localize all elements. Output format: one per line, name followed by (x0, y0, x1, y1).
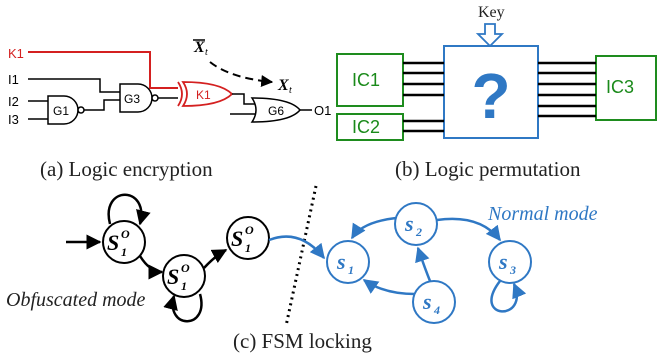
edge-s4-s1 (362, 278, 416, 296)
obf-state-2-sub: 1 (181, 279, 187, 293)
caption-logic-encryption: (a) Logic encryption (40, 157, 213, 181)
gate-k1-back (177, 81, 183, 107)
right-bus (538, 61, 596, 118)
unlock-transition (268, 235, 325, 260)
normal-state-s4-base: s (422, 289, 432, 314)
obf-state-3-sup: O (245, 223, 254, 237)
x-sub: t (289, 85, 292, 96)
gate-g1-label: G1 (53, 104, 69, 118)
block-ic1 (336, 53, 404, 107)
obf-state-3-sub: 1 (245, 241, 251, 255)
block-ic1-label: IC1 (352, 70, 380, 90)
normal-state-s1-circle (326, 240, 370, 284)
obf-state-2: S O 1 (138, 254, 206, 323)
gate-g3-bubble (151, 94, 159, 102)
obf-state-2-circle (162, 254, 206, 298)
obf-edge-2-3 (203, 248, 228, 269)
normal-state-s1-sub: 1 (348, 263, 354, 277)
normal-state-s4: s 4 (412, 280, 456, 324)
output-label-o1: O1 (314, 103, 331, 118)
gate-k1-label: K1 (196, 88, 211, 102)
gate-g1-bubble (77, 106, 85, 114)
input-label-i3: I3 (8, 112, 19, 127)
normal-state-s2: s 2 (394, 202, 438, 246)
panel-fsm-locking: S O 1 S O 1 S O 1 Obfuscated mode (6, 185, 598, 353)
obf-self-loop-1 (107, 193, 151, 226)
block-ic3 (595, 55, 657, 121)
edge-s2-s1 (350, 216, 397, 240)
block-ic2 (336, 113, 404, 141)
x-bar-label: X (193, 39, 205, 56)
caption-fsm-locking: (c) FSM locking (233, 329, 372, 353)
key-wire (28, 51, 178, 89)
obfuscated-mode-label: Obfuscated mode (6, 289, 146, 311)
panel-logic-encryption: K1 I1 I2 I3 G1 G3 K1 G6 O1 X (8, 39, 331, 181)
permutation-box (443, 45, 539, 139)
caption-logic-permutation: (b) Logic permutation (395, 157, 581, 181)
wire-k1-g6 (232, 93, 256, 105)
obf-state-3: S O 1 (203, 216, 270, 269)
normal-state-s1: s 1 (326, 240, 370, 284)
obf-state-2-sup: O (181, 261, 190, 275)
normal-state-s4-sub: 4 (433, 303, 440, 317)
normal-state-s2-base: s (404, 211, 414, 236)
edge-s2-s3 (436, 217, 501, 242)
normal-state-s3: s 3 (488, 240, 532, 284)
obf-state-1-circle (102, 220, 146, 264)
obf-state-3-base: S (231, 226, 243, 251)
key-input-arrow (475, 23, 505, 48)
obf-state-1-sub: 1 (121, 245, 127, 259)
obf-state-1-base: S (107, 230, 119, 255)
obf-state-1: S O 1 (102, 193, 151, 264)
normal-state-s4-circle (412, 280, 456, 324)
obf-edge-1-2 (138, 255, 164, 280)
obf-state-3-circle (226, 216, 270, 260)
gate-k1 (181, 81, 234, 107)
input-label-i2: I2 (8, 94, 19, 109)
self-loop-s3 (490, 280, 527, 313)
obf-state-2-base: S (167, 264, 179, 289)
flip-arrow (209, 61, 274, 87)
block-ic3-label: IC3 (606, 77, 634, 97)
x-bar-sub: t (205, 47, 208, 58)
input-label-k1: K1 (8, 46, 24, 61)
normal-state-s2-circle (394, 202, 438, 246)
gate-g6 (250, 97, 301, 123)
edge-s4-s2 (415, 246, 432, 282)
normal-state-s3-base: s (498, 249, 508, 274)
input-label-i1: I1 (8, 72, 19, 87)
gate-g6-label: G6 (268, 104, 284, 118)
normal-state-s1-base: s (336, 249, 346, 274)
block-ic2-label: IC2 (352, 117, 380, 137)
obf-self-loop-2 (163, 293, 203, 323)
unknown-mark: ? (471, 60, 510, 132)
mode-separator (284, 185, 318, 327)
normal-state-s3-circle (488, 240, 532, 284)
normal-state-s3-sub: 3 (509, 263, 516, 277)
wire-g1-g3 (84, 99, 120, 111)
left-bus (403, 61, 444, 133)
obf-state-1-sup: O (121, 227, 130, 241)
normal-mode-label: Normal mode (487, 203, 598, 225)
key-label: Key (478, 4, 505, 21)
wire-i1 (28, 78, 120, 93)
gate-g3-label: G3 (124, 92, 140, 106)
normal-state-s2-sub: 2 (415, 225, 422, 239)
x-label: X (277, 77, 289, 94)
panel-logic-permutation: Key ? IC1 IC2 IC3 (336, 4, 657, 181)
